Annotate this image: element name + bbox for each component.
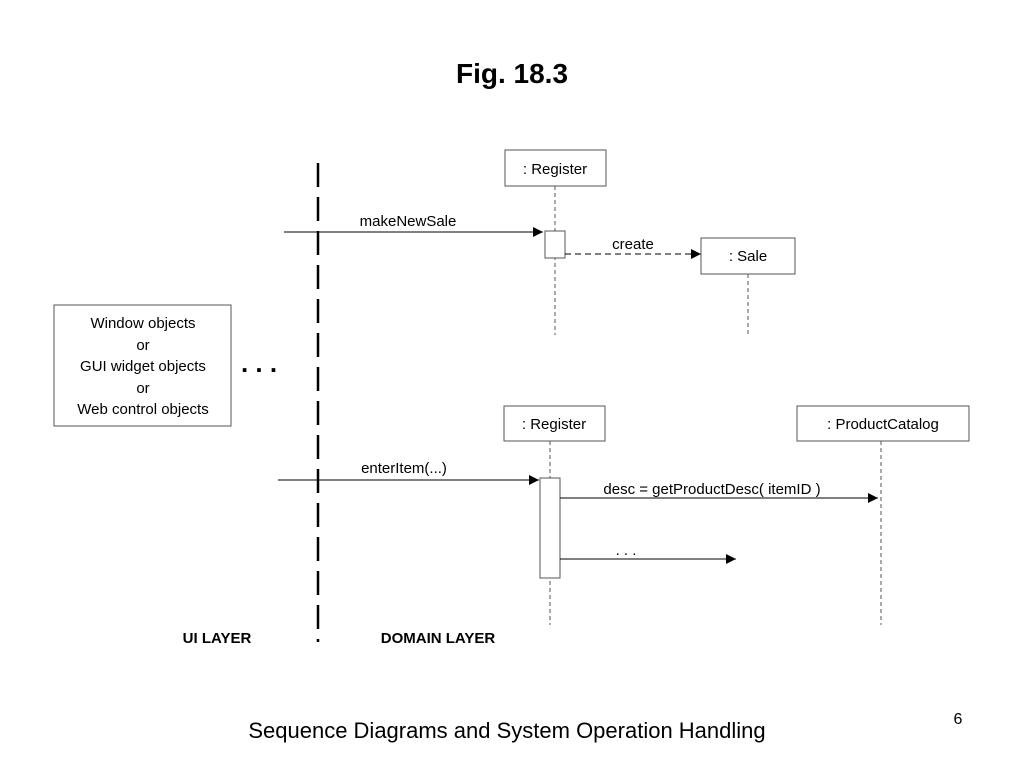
ui-note-line-3: GUI widget objects bbox=[80, 358, 206, 375]
figure-title: Fig. 18.3 bbox=[456, 58, 568, 89]
slide-footer: Sequence Diagrams and System Operation H… bbox=[248, 718, 765, 743]
participant-product-catalog bbox=[796, 405, 970, 442]
participant-sale-label: : Sale bbox=[729, 248, 767, 265]
activation-register-top bbox=[544, 230, 566, 259]
participant-sale bbox=[700, 237, 796, 275]
domain-layer-label: DOMAIN LAYER bbox=[381, 630, 496, 647]
ui-objects-box bbox=[53, 304, 232, 427]
message-enter-item-label: enterItem(...) bbox=[361, 460, 447, 477]
participant-register-top bbox=[504, 149, 607, 187]
ui-layer-label: UI LAYER bbox=[183, 630, 252, 647]
page-number: 6 bbox=[954, 711, 963, 728]
ui-objects-note: Window objects or GUI widget objects or … bbox=[53, 304, 232, 427]
participant-register-top-label: : Register bbox=[523, 161, 587, 178]
ui-note-line-4: or bbox=[136, 380, 149, 397]
participant-register-bottom bbox=[503, 405, 606, 442]
message-more-label: . . . bbox=[616, 542, 637, 559]
message-create-label: create bbox=[612, 236, 654, 253]
ui-ellipsis: . . . bbox=[241, 348, 277, 378]
ui-note-line-5: Web control objects bbox=[77, 401, 208, 418]
message-make-new-sale-label: makeNewSale bbox=[360, 213, 457, 230]
message-get-product-desc-label: desc = getProductDesc( itemID ) bbox=[603, 481, 820, 498]
activation-register-bottom bbox=[539, 477, 561, 579]
participant-product-catalog-label: : ProductCatalog bbox=[827, 416, 939, 433]
participant-register-bottom-label: : Register bbox=[522, 416, 586, 433]
ui-note-line-1: Window objects bbox=[90, 315, 195, 332]
ui-note-line-2: or bbox=[136, 337, 149, 354]
